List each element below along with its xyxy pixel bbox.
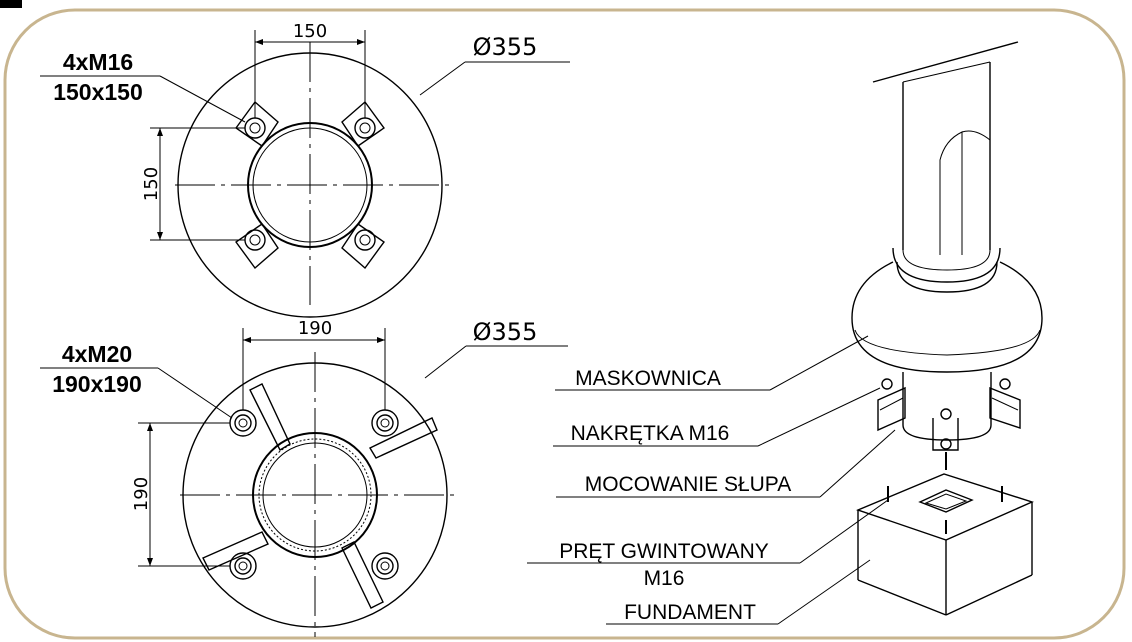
bolts-m20 [229,409,399,580]
bottom-dim-vertical: 190 [131,477,152,511]
top-diameter-label: Ø355 [473,33,538,61]
top-bolt-callout: 4xM16 [63,49,133,75]
top-bolt-spacing: 150x150 [53,79,143,105]
title-fragment [0,0,22,8]
bottom-diameter-label: Ø355 [473,318,538,346]
label-mocowanie: MOCOWANIE SŁUPA [585,473,792,496]
bottom-bolt-spacing: 190x190 [52,371,142,397]
bottom-view: 190 190 Ø355 4xM20 190x190 [40,318,568,637]
label-nakretka: NAKRĘTKA M16 [571,422,730,445]
gusset-ribs [202,383,438,609]
pole [872,41,1019,255]
drawing-frame [3,8,1126,640]
label-pret-line2: M16 [644,567,685,590]
bottom-dim-horizontal: 190 [298,318,332,339]
bottom-bolt-callout: 4xM20 [62,341,132,367]
top-dim-horizontal: 150 [293,21,327,42]
cover-maskownica [851,261,1043,373]
label-maskownica: MASKOWNICA [575,367,721,390]
top-dim-vertical: 150 [141,167,162,201]
label-fundament: FUNDAMENT [624,601,756,624]
label-pret-line1: PRĘT GWINTOWANY [559,540,769,563]
isometric-view: MASKOWNICA NAKRĘTKA M16 MOCOWANIE SŁUPA … [527,41,1043,625]
foundation-block [856,473,1034,616]
top-view: 150 150 Ø355 4xM16 150x150 [40,21,570,318]
